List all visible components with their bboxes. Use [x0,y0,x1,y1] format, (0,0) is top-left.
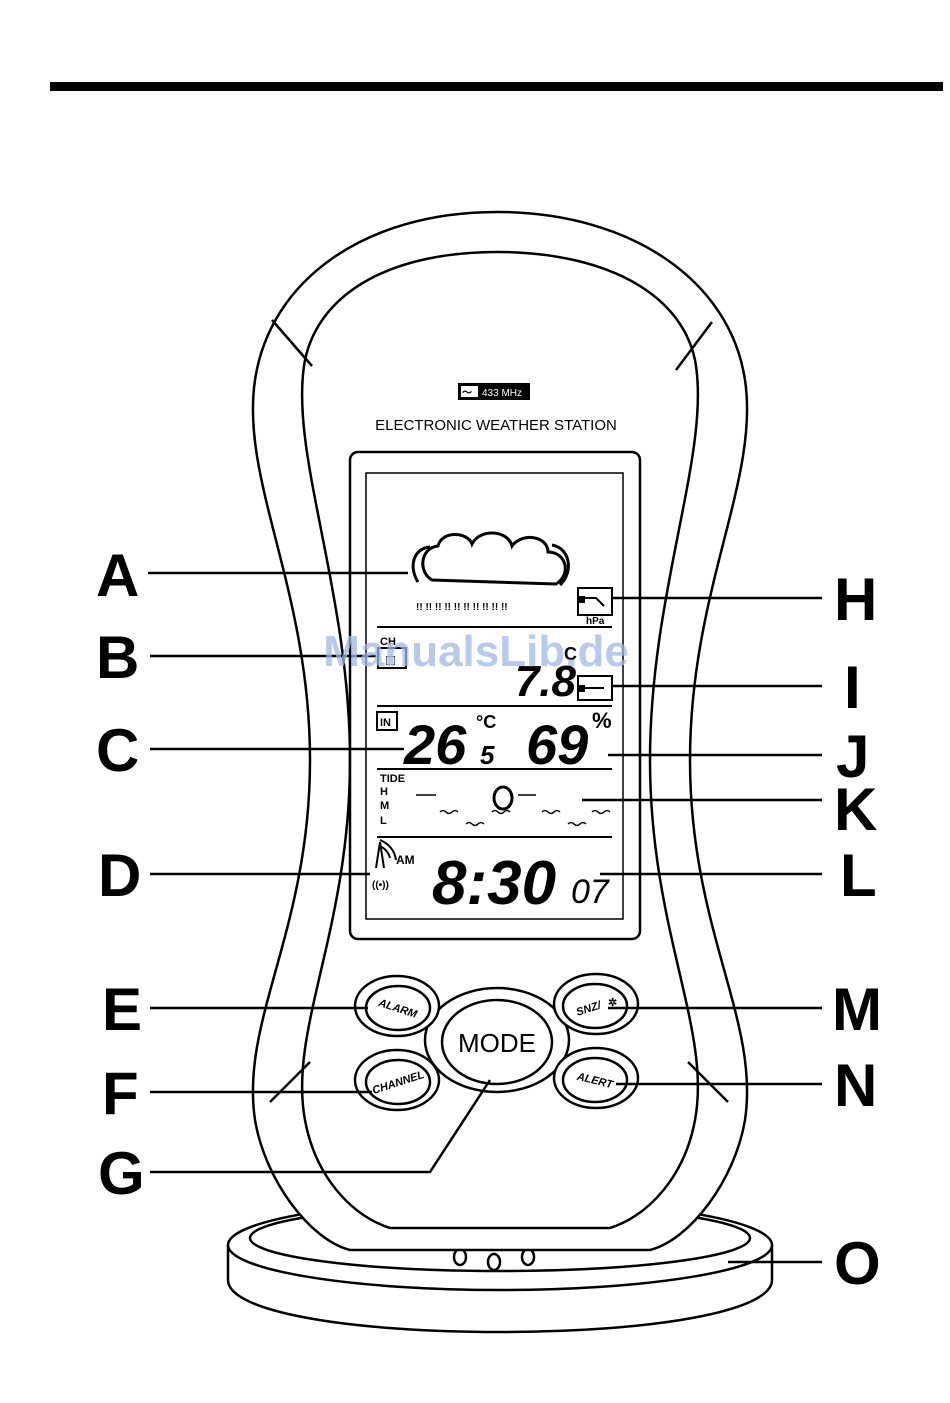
clock-time: 8:30 [432,849,556,918]
tide-low: L [380,815,387,827]
svg-text:IN: IN [380,717,391,729]
indoor-temperature-unit: °C [476,712,496,732]
callout-o: O [834,1230,881,1297]
callout-b: B [96,624,139,691]
device-title: ELECTRONIC WEATHER STATION [375,417,617,434]
callout-g: G [98,1140,145,1207]
clock-seconds: 07 [571,873,610,911]
humidity-value: 69 [526,713,588,776]
indoor-badge: IN [377,712,397,730]
watermark: ManualsLib.de [323,627,629,676]
callout-n: N [834,1052,877,1119]
svg-text:((•)): ((•)) [372,880,389,891]
callout-c: C [96,717,139,784]
tide-label: TIDE [380,773,405,785]
callout-k: K [834,776,877,843]
indoor-temperature: 26 [403,713,467,776]
callout-i: I [844,654,861,721]
callout-f: F [102,1060,139,1127]
callout-m: M [832,976,882,1043]
callout-d: D [98,842,141,909]
am-indicator: AM [396,853,415,867]
callout-l: L [840,842,877,909]
callout-h: H [834,566,877,633]
callout-e: E [102,976,142,1043]
svg-text:ǃǃ ǃǃ ǃǃ ǃǃ ǃǃ ǃǃ ǃǃ ǃǃ ǃǃ ǃǃ: ǃǃ ǃǃ ǃǃ ǃǃ ǃǃ ǃǃ ǃǃ ǃǃ ǃǃ ǃǃ [416,602,508,613]
callout-a: A [96,542,139,609]
frequency-badge: 〜 433 MHz [458,383,530,400]
top-rule [50,82,943,91]
indoor-temperature-decimal: 5 [480,740,495,770]
rain-drops-icon: ǃǃ ǃǃ ǃǃ ǃǃ ǃǃ ǃǃ ǃǃ ǃǃ ǃǃ ǃǃ [416,602,508,613]
pressure-unit: hPa [586,616,605,627]
mode-button[interactable]: MODE [458,1028,536,1058]
frequency-text: 433 MHz [482,388,522,399]
tide-mid: M [380,800,389,812]
tide-high: H [380,786,388,798]
humidity-unit: % [592,708,612,733]
sensor-wave-icon: 〜 [462,388,472,399]
